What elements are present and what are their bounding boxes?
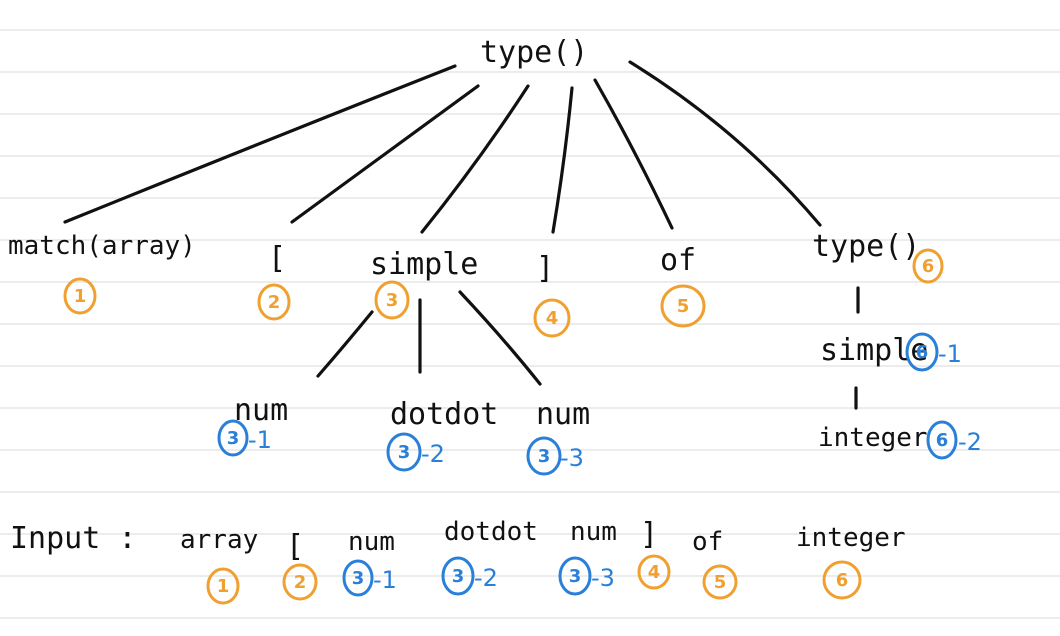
svg-text:5: 5 [677, 296, 690, 317]
input-badge-1: 1 [206, 567, 240, 605]
tree-edges [63, 60, 860, 410]
svg-text:3: 3 [538, 446, 551, 467]
edge-root-simple [420, 84, 530, 234]
svg-text:1: 1 [217, 576, 230, 597]
input-token-lbracket: [ [286, 529, 304, 564]
input-token-integer: integer [796, 523, 906, 553]
svg-text:3: 3 [352, 568, 365, 589]
tree-badge-3-1: 3 -1 [217, 419, 272, 457]
tree-badge-3-2: 3 -2 [386, 432, 445, 472]
svg-text:6: 6 [936, 430, 949, 451]
svg-text:6: 6 [922, 256, 935, 277]
edge-simple-num1 [316, 310, 374, 378]
svg-text:4: 4 [648, 562, 661, 583]
input-token-array: array [180, 525, 258, 555]
tree-node-of-label: of [660, 243, 696, 278]
input-token-of: of [692, 527, 723, 557]
tree-node-integer-label: integer [818, 423, 928, 453]
tree-badge-2: 2 [257, 283, 291, 321]
tree-node-dotdot-label: dotdot [390, 397, 498, 432]
tree-badge-1: 1 [63, 277, 97, 315]
svg-text:3: 3 [398, 442, 411, 463]
svg-text:6: 6 [836, 570, 849, 591]
input-badge-3-3: 3 -3 [558, 556, 615, 596]
tree-node-lbracket-label: [ [268, 241, 286, 276]
tree-badge-6-1: 6 -1 [905, 332, 962, 372]
svg-text:3: 3 [386, 290, 399, 311]
tree-badge-3: 3 [374, 280, 410, 320]
tree-node-num2-label: num [536, 397, 590, 432]
tree-node-rbracket-label: ] [536, 251, 554, 286]
svg-text:-3: -3 [591, 564, 615, 592]
svg-text:2: 2 [294, 572, 307, 593]
input-badge-2: 2 [282, 563, 318, 601]
input-token-dotdot: dotdot [444, 517, 538, 547]
input-badge-5: 5 [702, 564, 738, 600]
edge-root-lbracket [290, 84, 480, 224]
tree-node-type-label: type() [812, 229, 920, 264]
svg-text:-3: -3 [560, 444, 584, 472]
tree-root-label: type() [480, 35, 588, 70]
input-label: Input : [10, 521, 136, 556]
svg-text:3: 3 [227, 428, 240, 449]
tree-badge-4: 4 [533, 298, 571, 338]
svg-text:3: 3 [452, 566, 465, 587]
svg-text:5: 5 [714, 572, 727, 593]
tree-node-match-label: match(array) [8, 231, 196, 261]
svg-text:-1: -1 [938, 340, 962, 368]
edge-root-type [628, 60, 822, 227]
input-badge-6: 6 [822, 560, 862, 600]
svg-text:1: 1 [74, 286, 87, 307]
tree-badge-5: 5 [660, 284, 706, 328]
edge-root-match [63, 64, 457, 224]
svg-text:-2: -2 [958, 428, 982, 456]
svg-text:-1: -1 [373, 566, 397, 594]
tree-node-num1-label: num [234, 393, 288, 428]
input-badge-4: 4 [637, 554, 671, 590]
svg-text:-2: -2 [474, 564, 498, 592]
tree-badge-6: 6 [912, 248, 944, 284]
svg-text:3: 3 [569, 566, 582, 587]
svg-text:2: 2 [268, 292, 281, 313]
svg-text:-2: -2 [421, 440, 445, 468]
input-badge-3-2: 3 -2 [441, 556, 498, 596]
svg-text:6: 6 [916, 342, 929, 363]
input-token-num2: num [570, 517, 617, 547]
edge-simple-num2 [458, 290, 542, 386]
input-badge-3-1: 3 -1 [342, 559, 397, 597]
tree-badge-3-3: 3 -3 [526, 436, 584, 476]
input-token-rbracket: ] [640, 517, 658, 552]
svg-text:-1: -1 [248, 426, 272, 454]
edge-root-of [593, 78, 674, 230]
ruled-lines [0, 29, 1060, 619]
svg-text:4: 4 [546, 308, 559, 329]
input-token-num1: num [348, 527, 395, 557]
tree-node-simple-label: simple [370, 247, 478, 282]
tree-badge-6-2: 6 -2 [926, 420, 982, 460]
edge-root-rbracket [551, 86, 574, 234]
